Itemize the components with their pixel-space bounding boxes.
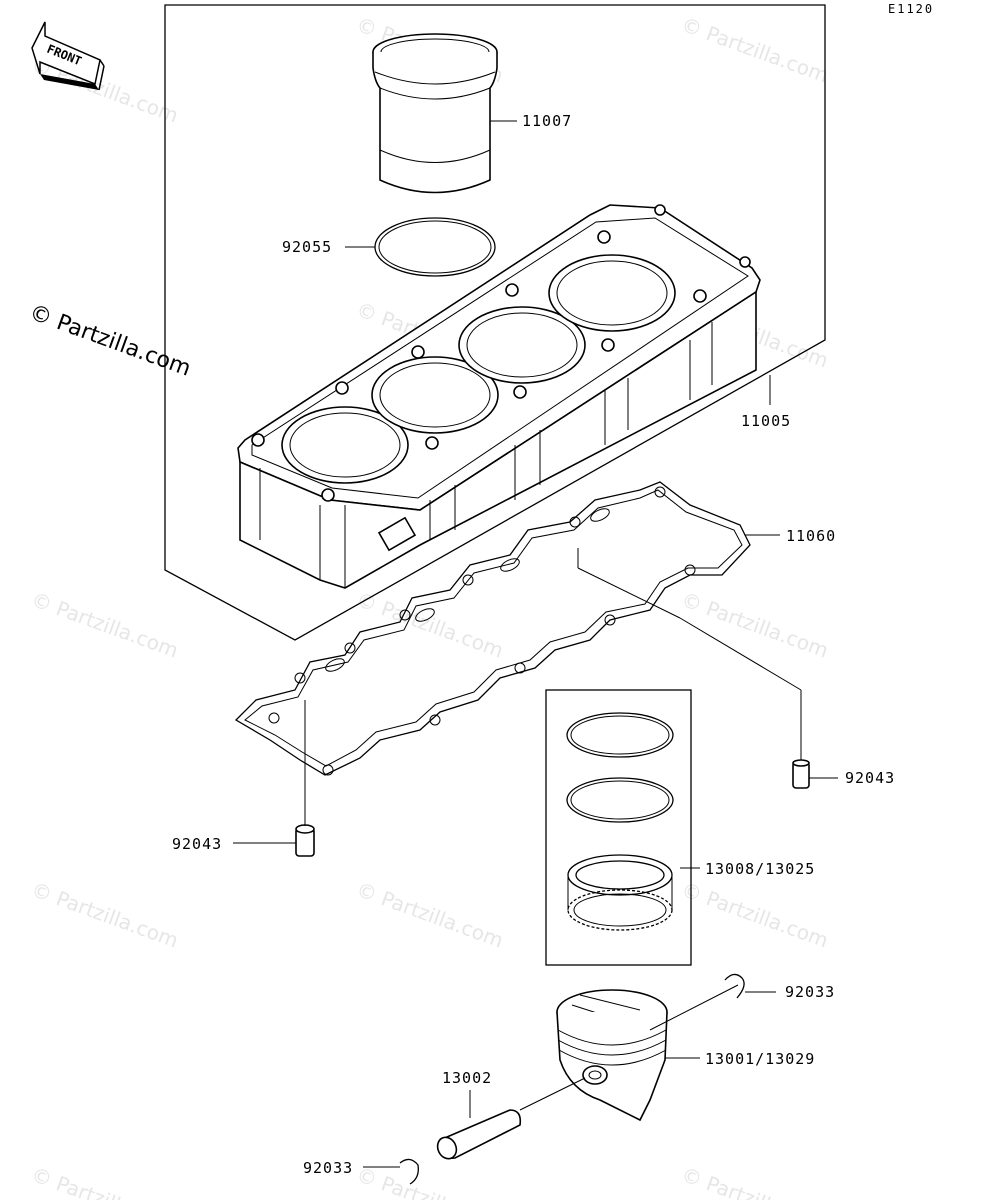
base-gasket [234,481,751,776]
label-piston[interactable]: 13001/13029 [705,1050,815,1068]
watermark: © Partzilla.com [353,877,506,952]
watermark: © Partzilla.com [353,1162,506,1200]
watermark: © Partzilla.com [28,1162,181,1200]
circlip-right [724,973,745,999]
watermark: © Partzilla.com [678,12,831,87]
watermark: © Partzilla.com [28,587,181,662]
dowel-pin-right [792,759,810,789]
o-ring [374,217,496,277]
label-circlip-left[interactable]: 92033 [303,1159,353,1177]
label-ring-set[interactable]: 13008/13025 [705,860,815,878]
piston-pin [436,1109,522,1160]
label-o-ring[interactable]: 92055 [282,238,332,256]
label-dowel-right[interactable]: 92043 [845,769,895,787]
cylinder-kit-outline [164,4,826,641]
watermark: © Partzilla.com [678,1162,831,1200]
diagram-ref: E1120 [888,2,934,16]
label-liner[interactable]: 11007 [522,112,572,130]
label-gasket[interactable]: 11060 [786,527,836,545]
piston-rings [566,712,674,931]
circlip-left [399,1158,419,1185]
label-circlip-right[interactable]: 92033 [785,983,835,1001]
label-cylinder[interactable]: 11005 [741,412,791,430]
cylinder-block [237,204,761,589]
label-dowel-left[interactable]: 92043 [172,835,222,853]
watermark: © Partzilla.com [353,587,506,662]
watermark-main: © Partzilla.com [26,300,194,382]
watermark: © Partzilla.com [678,877,831,952]
ring-set-box [545,689,692,966]
dowel-pin-left [295,824,315,857]
front-arrow-icon: FRONT [31,21,105,91]
watermark: © Partzilla.com [678,587,831,662]
leader-lines [233,120,838,1168]
cylinder-liner [372,33,498,194]
piston [556,989,668,1122]
watermark: © Partzilla.com [28,877,181,952]
label-pin[interactable]: 13002 [442,1069,492,1087]
